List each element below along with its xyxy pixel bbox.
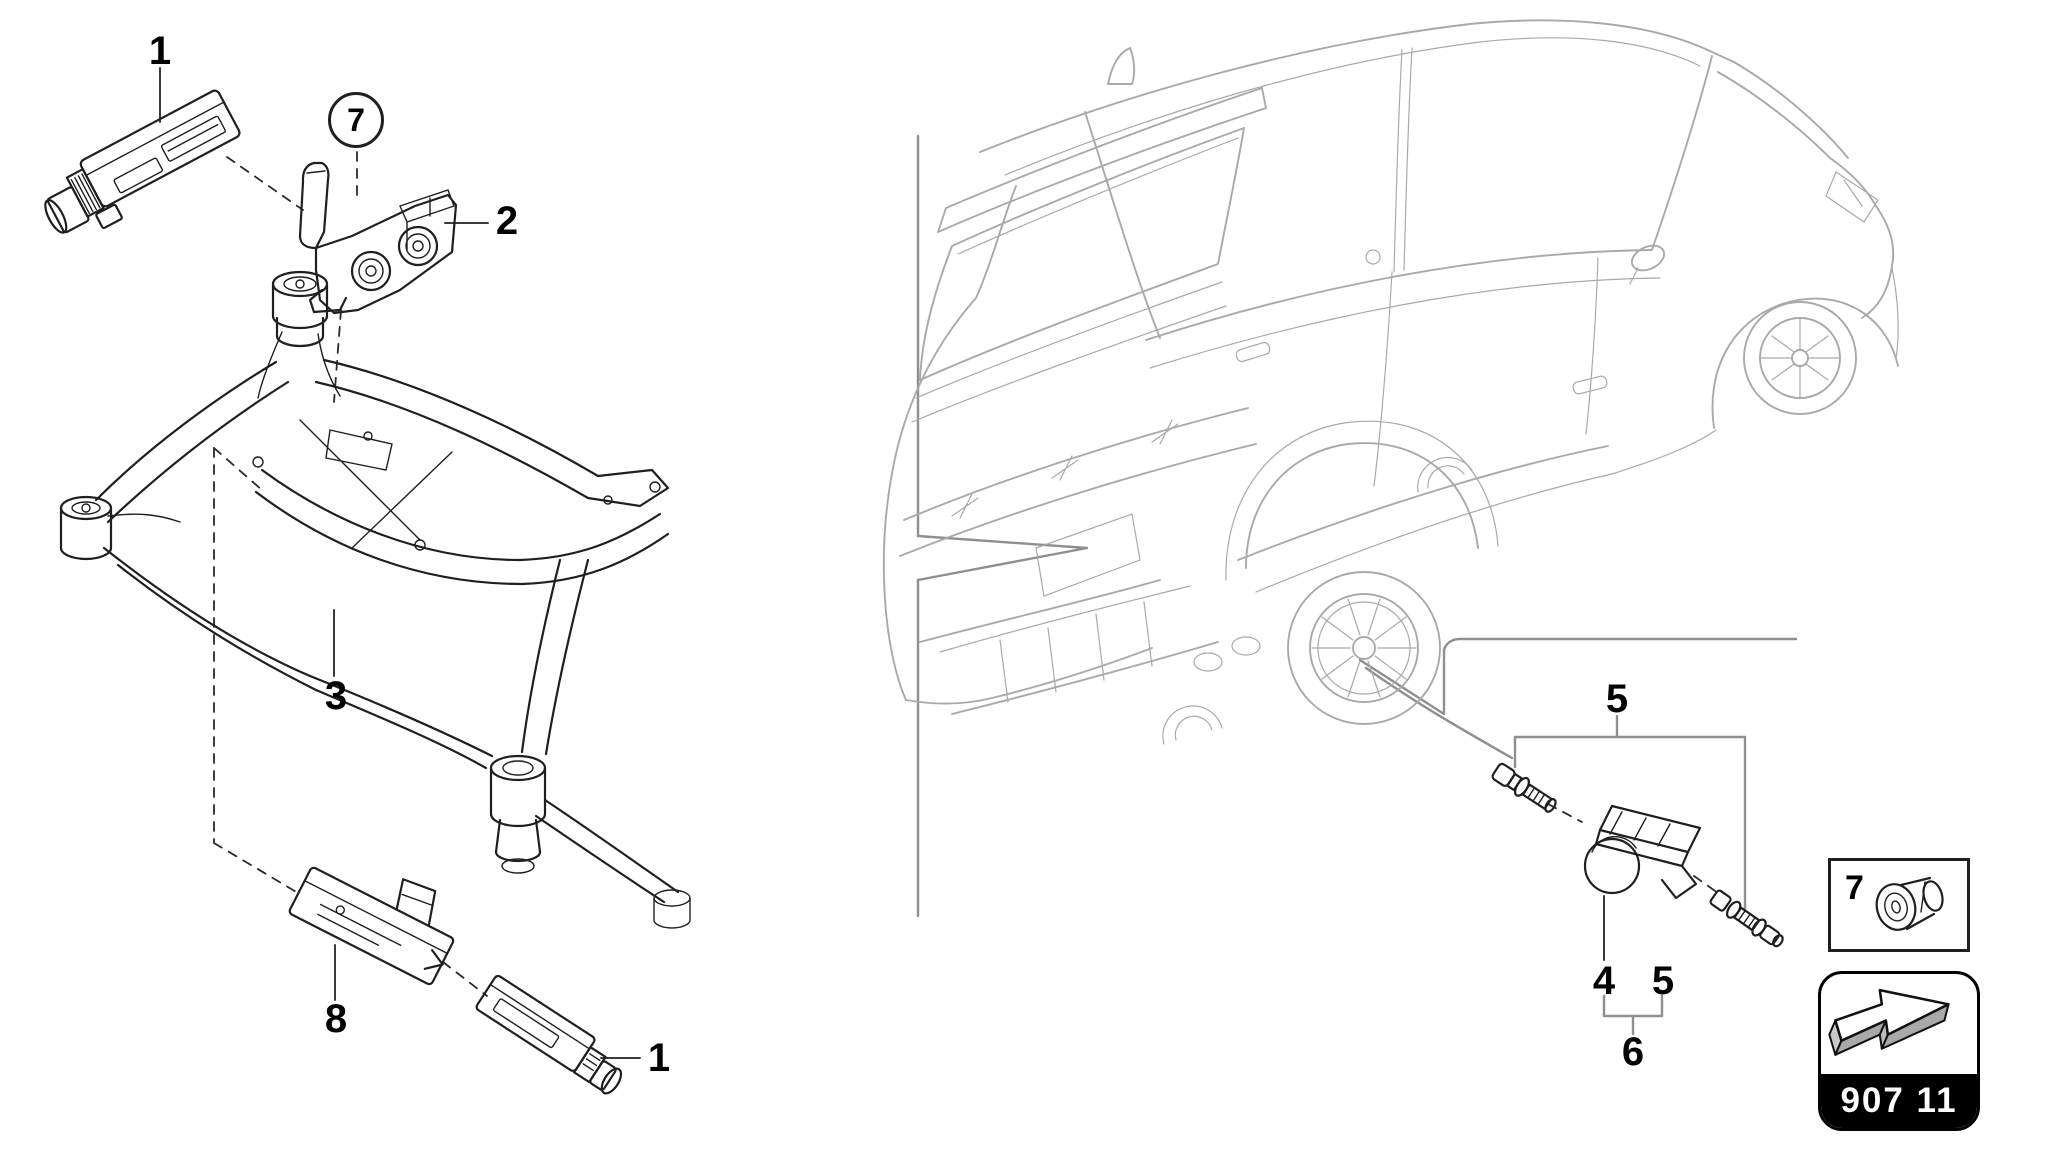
- mounting-bracket-drawing: [298, 161, 458, 315]
- flanged-nut-drawing: [1875, 876, 1944, 931]
- wheel-to-parts-pointer: [1358, 637, 1798, 760]
- antenna-module-bottom-drawing: [475, 974, 623, 1095]
- callout-5-bottom: 5: [1651, 959, 1675, 1003]
- callout-1-bottom: 1: [647, 1036, 671, 1080]
- direction-arrow-icon: [1821, 974, 1977, 1074]
- callout-1-top: 1: [148, 29, 172, 73]
- callout-6: 6: [1621, 1030, 1645, 1074]
- callout-7-box: 7: [1845, 869, 1864, 907]
- callout-7-circle-text: 7: [347, 101, 365, 138]
- callout-3: 3: [324, 674, 348, 718]
- callout-4: 4: [1592, 959, 1616, 1003]
- subframe-drawing: [59, 270, 691, 929]
- part-group-code: 907 11: [1821, 1074, 1977, 1128]
- callout-leader-lines: [159, 67, 1605, 1059]
- divider-wedge-pointer: [916, 134, 1089, 918]
- callout-7-circle-badge: 7: [328, 92, 384, 148]
- nut-detail-box: 7: [1828, 858, 1970, 952]
- tpms-group-brackets: [1513, 714, 1747, 1036]
- construction-dashed-lines: [213, 151, 1719, 997]
- valve-stem-upper-drawing: [1491, 762, 1557, 813]
- callout-2: 2: [495, 199, 519, 243]
- valve-stem-lower-drawing: [1709, 889, 1784, 948]
- callout-5-top: 5: [1605, 677, 1629, 721]
- tpms-sensor-drawing: [1583, 804, 1702, 900]
- antenna-module-top-drawing: [44, 89, 241, 234]
- vehicle-drawing: [882, 19, 1899, 745]
- callout-8: 8: [324, 997, 348, 1041]
- part-group-box: 907 11: [1818, 971, 1980, 1131]
- antenna-holder-drawing: [288, 866, 455, 986]
